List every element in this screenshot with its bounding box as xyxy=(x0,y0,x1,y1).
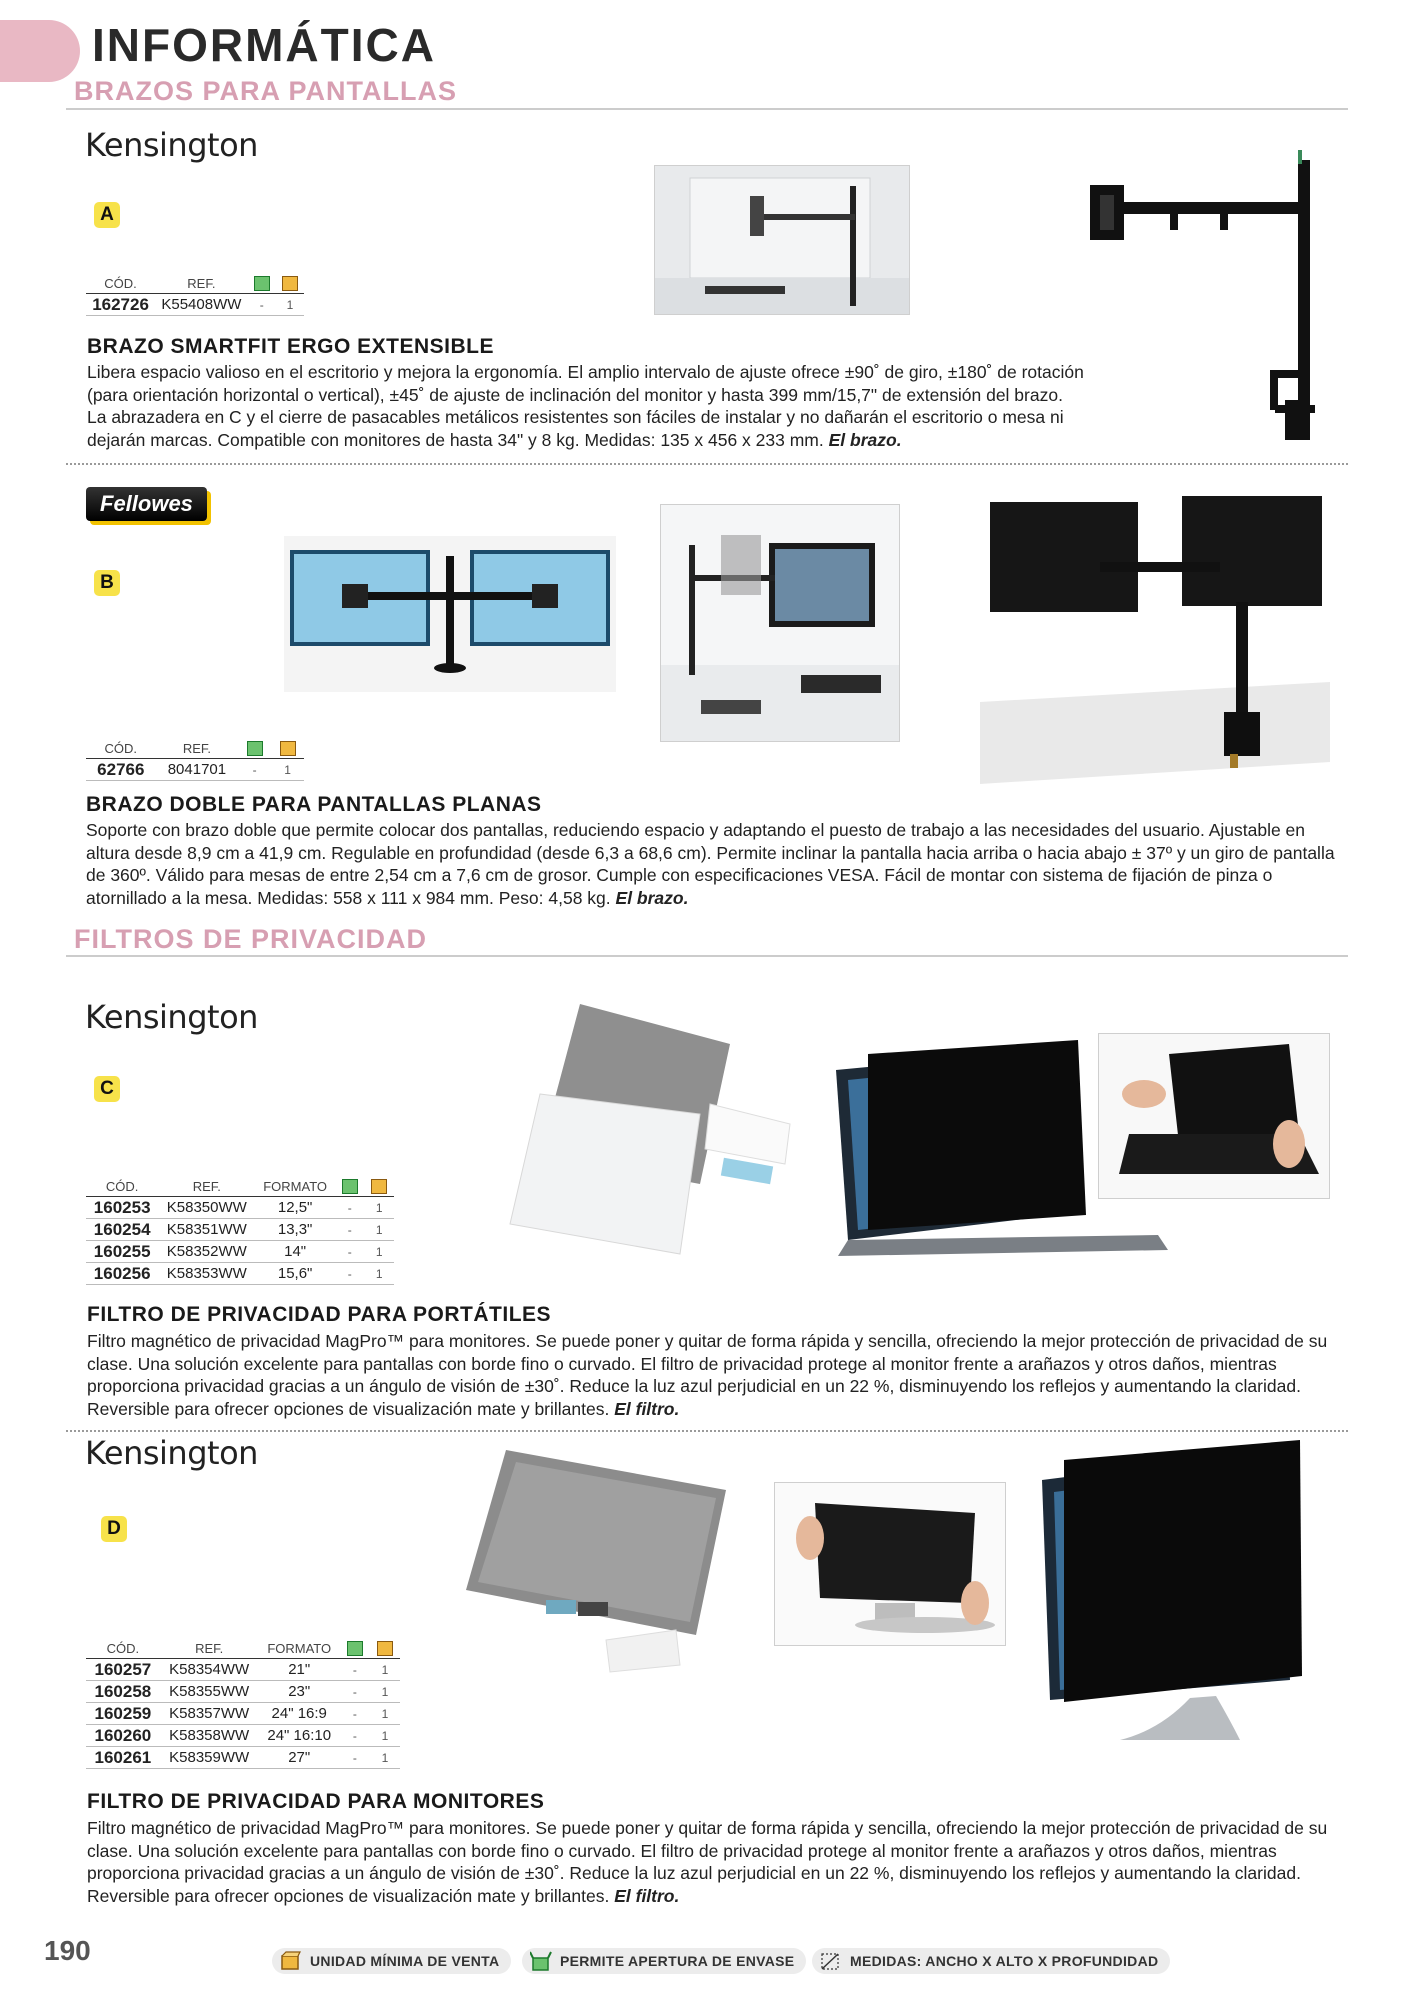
dimensions-icon xyxy=(820,1951,840,1970)
product-description-tail: El filtro. xyxy=(614,1398,680,1419)
product-divider xyxy=(66,463,1348,465)
box-icon xyxy=(376,1641,393,1657)
monitor-arm-scene-image xyxy=(655,166,909,314)
col-ref: REF. xyxy=(158,1176,256,1197)
brand-logo-fellowes: Fellowes xyxy=(86,487,207,521)
col-cod: CÓD. xyxy=(86,738,156,759)
col-cod: CÓD. xyxy=(86,1638,160,1659)
box-icon xyxy=(371,1179,388,1195)
open-box-icon xyxy=(529,1951,552,1971)
product-letter-badge: C xyxy=(94,1076,120,1102)
legend-item: PERMITE APERTURA DE ENVASE xyxy=(522,1948,807,1974)
dual-monitor-arm-image xyxy=(284,536,616,692)
legend-item: MEDIDAS: ANCHO X ALTO X PROFUNDIDAD xyxy=(812,1948,1171,1974)
product-description: Libera espacio valioso en el escritorio … xyxy=(87,362,1084,450)
product-title: FILTRO DE PRIVACIDAD PARA PORTÁTILES xyxy=(87,1303,552,1326)
product-photo xyxy=(660,504,900,742)
brand-logo-kensington: Kensington xyxy=(85,998,258,1036)
open-box-icon xyxy=(246,741,263,757)
open-box-icon xyxy=(341,1179,358,1195)
section-title-filtros: FILTROS DE PRIVACIDAD xyxy=(74,924,428,954)
monitor-arm-image xyxy=(1090,150,1315,440)
product-divider xyxy=(66,1430,1348,1432)
product-photo xyxy=(654,165,910,315)
section-divider xyxy=(66,108,1348,110)
product-description-tail: El brazo. xyxy=(615,887,689,908)
col-formato: FORMATO xyxy=(258,1638,340,1659)
col-ref: REF. xyxy=(155,273,248,294)
applying-filter-laptop-image xyxy=(1099,1034,1329,1198)
product-description: Filtro magnético de privacidad MagPro™ p… xyxy=(87,1818,1328,1906)
privacy-filter-monitor-kit-image xyxy=(466,1450,726,1673)
product-letter-badge: B xyxy=(94,570,120,596)
page-title: INFORMÁTICA xyxy=(92,19,436,71)
product-letter-badge: D xyxy=(101,1516,127,1542)
product-title: BRAZO DOBLE PARA PANTALLAS PLANAS xyxy=(86,793,542,816)
box-icon xyxy=(280,1951,301,1970)
product-ref-table: CÓD. REF. 162726 K55408WW - 1 xyxy=(86,273,304,316)
table-row: 62766 8041701 - 1 xyxy=(86,758,304,781)
product-photo xyxy=(1098,1033,1330,1199)
product-photo xyxy=(828,1040,1178,1256)
product-photo xyxy=(284,536,616,692)
laptop-privacy-filter-image xyxy=(836,1040,1168,1256)
product-photo xyxy=(500,1004,800,1264)
product-title: BRAZO SMARTFIT ERGO EXTENSIBLE xyxy=(87,335,495,358)
open-box-icon xyxy=(253,276,270,292)
product-photo xyxy=(466,1450,736,1680)
col-formato: FORMATO xyxy=(255,1176,336,1197)
box-icon xyxy=(281,276,298,292)
product-title: FILTRO DE PRIVACIDAD PARA MONITORES xyxy=(87,1790,545,1813)
box-icon xyxy=(279,741,296,757)
col-ref: REF. xyxy=(155,738,239,759)
product-description-tail: El filtro. xyxy=(614,1885,680,1906)
product-description-tail: El brazo. xyxy=(828,429,902,450)
section-title-brazos: BRAZOS PARA PANTALLAS xyxy=(74,76,457,106)
product-ref-table: CÓD. REF. 62766 8041701 - 1 xyxy=(86,738,304,781)
brand-logo-kensington: Kensington xyxy=(85,126,258,164)
product-letter-badge: A xyxy=(94,202,120,228)
col-cod: CÓD. xyxy=(86,1176,159,1197)
legend-item: UNIDAD MÍNIMA DE VENTA xyxy=(272,1948,512,1974)
product-description: Soporte con brazo doble que permite colo… xyxy=(86,820,1335,908)
product-photo xyxy=(1040,1440,1340,1740)
product-description: Filtro magnético de privacidad MagPro™ p… xyxy=(87,1331,1328,1419)
product-photo xyxy=(774,1482,1006,1646)
monitor-privacy-filter-image xyxy=(1042,1440,1302,1740)
privacy-filter-laptop-kit-image xyxy=(509,1004,791,1255)
col-cod: CÓD. xyxy=(86,273,156,294)
table-row: 162726 K55408WW - 1 xyxy=(86,293,304,316)
applying-filter-monitor-image xyxy=(775,1483,1005,1645)
product-photo xyxy=(1080,140,1340,450)
col-ref: REF. xyxy=(159,1638,259,1659)
dual-monitor-rear-image xyxy=(980,492,1330,784)
product-photo xyxy=(980,492,1330,784)
page-number: 190 xyxy=(44,1935,91,1966)
section-divider xyxy=(66,955,1348,957)
brand-logo-kensington: Kensington xyxy=(85,1434,258,1472)
open-box-icon xyxy=(346,1641,363,1657)
dual-arm-desk-image xyxy=(661,505,899,741)
header-tab xyxy=(0,20,80,82)
